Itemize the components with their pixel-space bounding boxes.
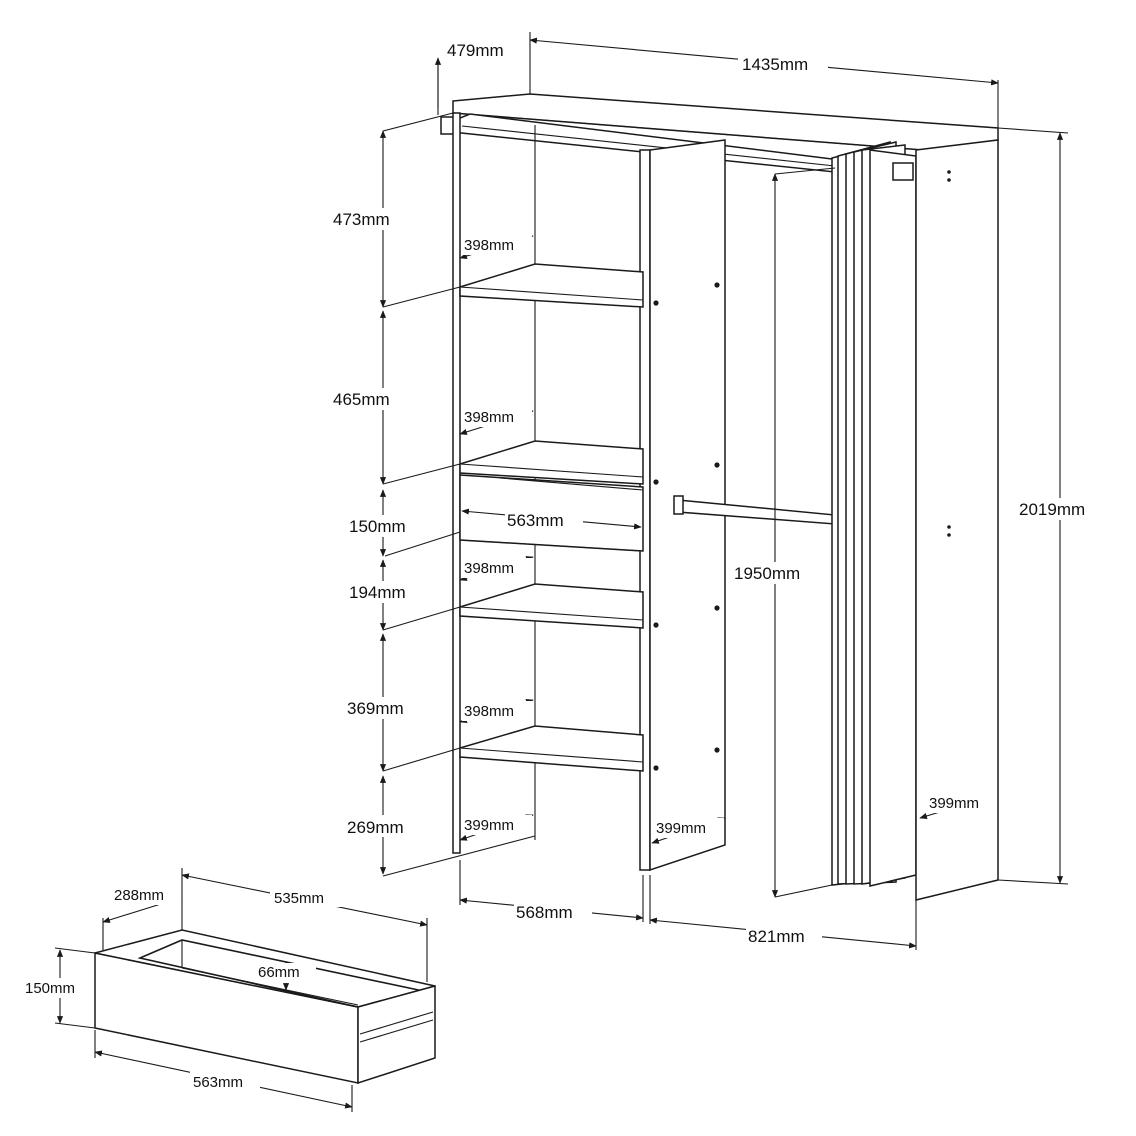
shelf-2 xyxy=(459,440,644,485)
shelf-1 xyxy=(459,263,644,308)
label-total-width: 1435mm xyxy=(742,55,808,74)
label-left-section-width: 568mm xyxy=(516,903,573,922)
dimension-labels: 479mm 1435mm 2019mm 473mm 465mm 150mm 19… xyxy=(22,40,1104,1091)
label-drawer-length: 535mm xyxy=(274,890,324,907)
label-drawer-width: 563mm xyxy=(193,1074,243,1091)
label-drawer-depth: 288mm xyxy=(114,887,164,904)
shelf-4 xyxy=(459,725,644,772)
wardrobe-unit xyxy=(440,93,999,901)
label-right-section-width: 821mm xyxy=(748,927,805,946)
label-shelf-depth-4: 398mm xyxy=(464,703,514,720)
label-total-height: 2019mm xyxy=(1019,500,1085,519)
label-base-depth-left: 399mm xyxy=(464,817,514,834)
label-shelf-gap-5: 269mm xyxy=(347,818,404,837)
left-side-panel xyxy=(452,112,461,854)
label-shelf-depth-3: 398mm xyxy=(464,560,514,577)
label-hanging-height: 1950mm xyxy=(734,564,800,583)
label-shelf-depth-1: 398mm xyxy=(464,237,514,254)
label-shelf-gap-2: 465mm xyxy=(333,390,390,409)
label-drawer-inner-height: 66mm xyxy=(258,964,300,981)
label-inner-width: 563mm xyxy=(507,511,564,530)
label-shelf-gap-4: 369mm xyxy=(347,699,404,718)
right-side-panel xyxy=(915,139,999,901)
telescopic-extension-panels xyxy=(831,141,917,887)
label-shelf-gap-1: 473mm xyxy=(333,210,390,229)
label-base-depth-mid: 399mm xyxy=(656,820,706,837)
label-drawer-opening: 150mm xyxy=(349,517,406,536)
label-shelf-depth-2: 398mm xyxy=(464,409,514,426)
label-top-depth: 479mm xyxy=(447,41,504,60)
loose-drawer xyxy=(94,929,436,1085)
label-base-depth-right: 399mm xyxy=(929,795,979,812)
label-drawer-height: 150mm xyxy=(25,980,75,997)
shelf-3 xyxy=(459,583,644,629)
label-shelf-gap-3: 194mm xyxy=(349,583,406,602)
